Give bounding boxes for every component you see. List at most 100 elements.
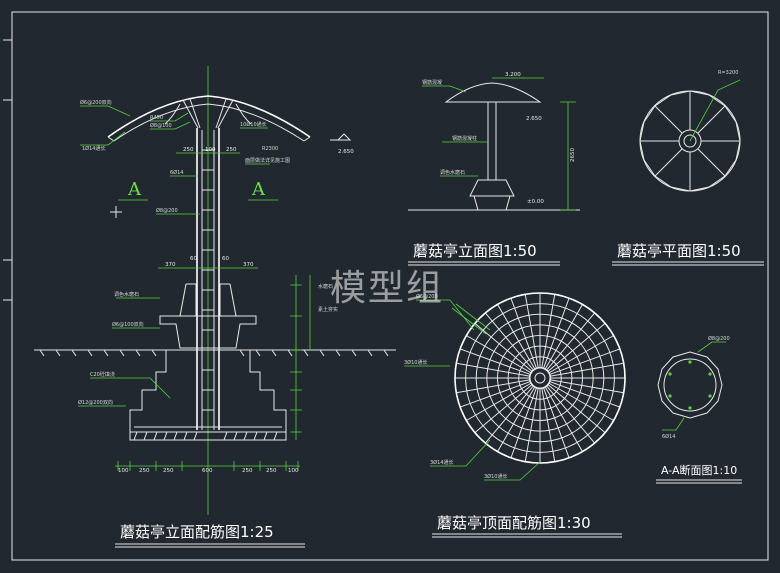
- roof-label-d: 3Ø10通长: [484, 473, 507, 480]
- rebar-spoke: [497, 386, 536, 452]
- title-roof-rebar: 蘑菇亭顶面配筋图1:30: [437, 514, 591, 532]
- rebar-spoke: [544, 386, 583, 452]
- rebar-spoke: [510, 297, 538, 369]
- label-bar-10: 10Ø10通长: [240, 121, 267, 128]
- rebar-spoke: [544, 304, 583, 370]
- foundation-base: [129, 431, 287, 441]
- rebar-spoke: [466, 335, 532, 374]
- dim-bottom-6: 250: [266, 468, 277, 474]
- mini-label-roof: 钢筋混凝: [422, 79, 442, 86]
- mini-label-seat: 调色水磨石: [440, 169, 465, 176]
- rebar-spoke: [547, 384, 606, 434]
- rebar-spoke: [497, 304, 536, 370]
- dim-top-1: 250: [183, 147, 194, 153]
- rebar-spoke: [510, 387, 538, 459]
- roof-inner: [113, 103, 305, 142]
- mini-seat-base: [473, 195, 511, 211]
- rebar-spoke: [484, 385, 534, 444]
- roof-rebar-center-inner: [534, 372, 546, 384]
- rebar-spoke: [484, 312, 534, 371]
- rebar-spoke: [524, 294, 539, 369]
- dim-col-4: 370: [243, 262, 254, 268]
- label-ring-bar: 1Ø14通长: [82, 145, 105, 152]
- seat-outline: [159, 315, 257, 349]
- dim-col-3: 60: [222, 256, 229, 262]
- foundation-hatch: [133, 431, 278, 441]
- rebar-spoke: [549, 379, 624, 394]
- rebar-spoke: [459, 380, 531, 408]
- label-r450: R450: [150, 115, 163, 121]
- roof-label-c: 3Ø14通长: [430, 459, 453, 466]
- label-cement-sand: 素土夯实: [318, 306, 338, 313]
- rebar-spoke: [546, 385, 596, 444]
- roof-outer: [107, 95, 311, 138]
- title-elevation-rebar: 蘑菇亭立面配筋图1:25: [120, 523, 274, 541]
- label-base-rebar: Ø12@200双向: [78, 399, 113, 406]
- label-wash-stone: 水磨石: [318, 283, 333, 290]
- rebar-spoke: [456, 362, 531, 377]
- roof-rebar-center: [529, 367, 551, 389]
- mini-label-elev2: ±0.00: [527, 199, 544, 205]
- rebar-spoke: [474, 384, 533, 434]
- rebar-spoke: [459, 348, 531, 376]
- roof-label-b: 3Ø10通长: [404, 359, 427, 366]
- rebar-spoke: [548, 335, 614, 374]
- rebar-ring: [528, 366, 552, 390]
- dim-ticks: [290, 284, 302, 433]
- label-stirrup: Ø8@200: [156, 207, 178, 214]
- label-concrete: C20砼填浇: [90, 371, 115, 378]
- plan-drawing: R=3200 蘑菇亭平面图1:50: [612, 70, 764, 266]
- section-leader-top: [697, 341, 726, 353]
- elevation-symbol: [330, 133, 352, 141]
- elevation-drawing: 钢筋混凝 3.200 钢筋混凝柱 调色水磨石 2.650 ±0.00 2650 …: [408, 72, 580, 266]
- rebar-spoke: [542, 297, 570, 369]
- rebar-spoke: [549, 362, 624, 377]
- label-seat-rebar: Ø6@100双向: [112, 321, 144, 328]
- section-drawing: Ø8@200 6Ø14 A-A断面图1:10: [656, 335, 742, 484]
- rebar-spoke: [549, 380, 621, 408]
- title-elevation: 蘑菇亭立面图1:50: [413, 242, 537, 260]
- rebar-spoke: [524, 387, 539, 462]
- mini-dim-ticks: [560, 101, 576, 211]
- section-polygon: [657, 351, 723, 419]
- rebar-spoke: [456, 379, 531, 394]
- dim-bottom-3: 250: [163, 468, 174, 474]
- rebar-spoke: [542, 387, 570, 459]
- roof-rebar-grid: [454, 292, 626, 464]
- dim-bottom-1: 100: [118, 468, 129, 474]
- label-waterproof: 面层做法详见施工图: [245, 157, 290, 164]
- rebar-spoke: [466, 382, 532, 421]
- roof-edge: [107, 136, 115, 142]
- section-bars: [668, 360, 712, 410]
- roof-edge: [303, 136, 311, 142]
- plan-leader: [689, 79, 741, 142]
- title-section: A-A断面图1:10: [661, 463, 737, 477]
- seat-support: [179, 283, 237, 317]
- dim-bottom-4: 600: [202, 468, 213, 474]
- label-seat-finish: 调色水磨石: [114, 291, 139, 298]
- dim-bottom-2: 250: [139, 468, 150, 474]
- elevation-rebar-drawing: A A Ø6@200双向 1Ø14通长 R450 Ø8@100 10Ø10通长 …: [34, 66, 396, 548]
- column-stirrups: [202, 149, 214, 411]
- rebar-spoke: [547, 322, 606, 372]
- rebar-spoke: [548, 382, 614, 421]
- rebar-spoke: [549, 348, 621, 376]
- dim-top-2: 100: [205, 147, 216, 153]
- label-tie-top: Ø8@100: [150, 122, 172, 129]
- mini-leaders: [422, 85, 488, 177]
- title-plan: 蘑菇亭平面图1:50: [617, 242, 741, 260]
- label-elev-2650: 2.650: [338, 149, 354, 155]
- roof-ribs: [182, 98, 234, 129]
- plan-column-inner: [683, 134, 697, 148]
- dim-ticks-bottom: [117, 461, 299, 471]
- mini-roof: [444, 82, 542, 103]
- mini-label-col: 钢筋混凝柱: [452, 135, 477, 142]
- plan-ribs: [640, 91, 740, 191]
- section-leader-bottom: [662, 417, 685, 431]
- leaders: [78, 105, 270, 407]
- mini-seat: [469, 179, 515, 197]
- roof-ribs: [164, 103, 252, 125]
- mini-label-elev1: 2.650: [526, 116, 542, 122]
